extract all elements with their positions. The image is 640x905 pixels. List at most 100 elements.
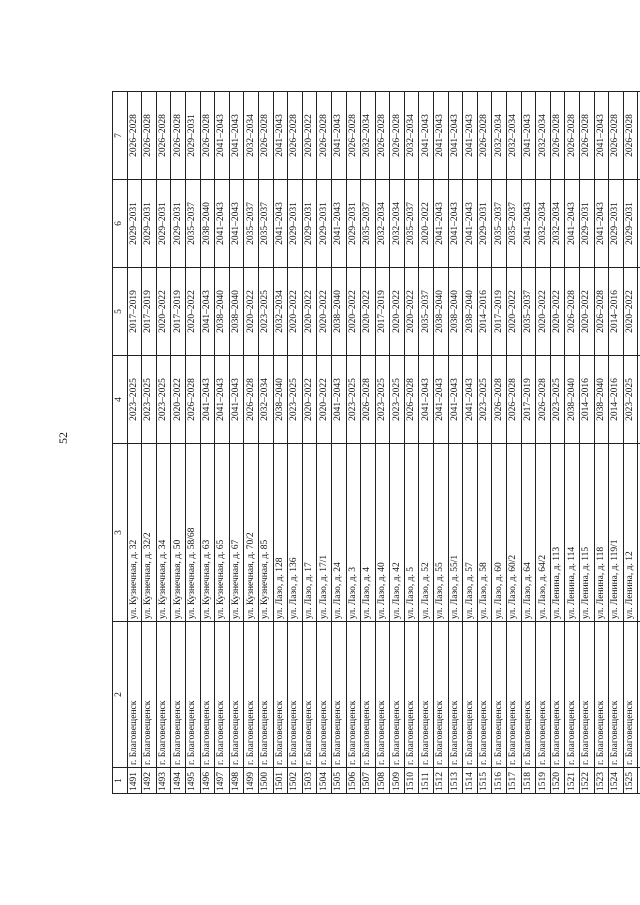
row-number: 1499: [243, 767, 259, 794]
row-col6: 2029–2031: [623, 179, 638, 268]
row-city: г. Благовещенск: [200, 621, 215, 768]
row-col5: 2020–2022: [389, 267, 405, 356]
row-address: ул. Лазо, д. 17/1: [316, 443, 332, 622]
row-city: г. Благовещенск: [433, 621, 449, 768]
row-address: ул. Кузнечная, д. 65: [214, 443, 230, 622]
row-col5: 2020–2022: [302, 267, 317, 356]
row-col7: 2029–2031: [185, 91, 201, 180]
row-col5: 2038–2040: [331, 267, 346, 356]
row-number: 1514: [462, 767, 478, 794]
row-col7: 2041–2043: [521, 91, 536, 180]
row-col6: 2029–2031: [141, 179, 157, 268]
row-address: ул. Лазо, д. 136: [287, 443, 303, 622]
row-city: г. Благовещенск: [404, 621, 419, 768]
row-col7: 2026–2028: [316, 91, 332, 180]
row-city: г. Благовещенск: [521, 621, 536, 768]
row-address: ул. Лазо, д. 3: [346, 443, 361, 622]
row-address: ул. Лазо, д. 128: [273, 443, 288, 622]
row-col7: 2026–2028: [346, 91, 361, 180]
row-number: 1518: [521, 767, 536, 794]
row-col4: 2041–2043: [433, 355, 449, 444]
row-col4: 2041–2043: [448, 355, 463, 444]
row-col4: 2026–2028: [506, 355, 522, 444]
row-city: г. Благовещенск: [287, 621, 303, 768]
row-col5: 2020–2022: [550, 267, 565, 356]
row-col5: 2017–2019: [141, 267, 157, 356]
row-col4: 2023–2025: [550, 355, 565, 444]
row-col5: 2026–2028: [594, 267, 609, 356]
row-col5: 2020–2022: [360, 267, 376, 356]
row-number: 1505: [331, 767, 346, 794]
row-number: 1515: [477, 767, 492, 794]
row-address: ул. Лазо, д. 60: [491, 443, 507, 622]
row-city: г. Благовещенск: [360, 621, 376, 768]
row-col7: 2041–2043: [273, 91, 288, 180]
row-col5: 2026–2028: [564, 267, 580, 356]
row-city: г. Благовещенск: [375, 621, 390, 768]
column-header: 6: [112, 179, 128, 268]
row-col7: 2026–2028: [389, 91, 405, 180]
row-number: 1506: [346, 767, 361, 794]
row-col4: 2023–2025: [389, 355, 405, 444]
row-col4: 2038–2040: [273, 355, 288, 444]
row-number: 1523: [594, 767, 609, 794]
row-col5: 2017–2019: [491, 267, 507, 356]
column-header: 7: [112, 91, 128, 180]
row-address: ул. Лазо, д. 4: [360, 443, 376, 622]
row-city: г. Благовещенск: [594, 621, 609, 768]
row-city: г. Благовещенск: [214, 621, 230, 768]
row-col7: 2032–2034: [404, 91, 419, 180]
row-address: ул. Лазо, д. 17: [302, 443, 317, 622]
row-address: ул. Лазо, д. 64: [521, 443, 536, 622]
row-number: 1509: [389, 767, 405, 794]
row-address: ул. Ленина, д. 115: [579, 443, 595, 622]
row-number: 1522: [579, 767, 595, 794]
row-col5: 2038–2040: [462, 267, 478, 356]
row-city: г. Благовещенск: [462, 621, 478, 768]
row-col7: 2041–2043: [594, 91, 609, 180]
row-col6: 2041–2043: [229, 179, 244, 268]
row-address: ул. Кузнечная, д. 32: [127, 443, 142, 622]
row-col4: 2023–2025: [477, 355, 492, 444]
row-col5: 2041–2043: [200, 267, 215, 356]
row-col5: 2020–2022: [287, 267, 303, 356]
row-col4: 2023–2025: [375, 355, 390, 444]
row-col5: 2020–2022: [156, 267, 171, 356]
row-col7: 2032–2034: [506, 91, 522, 180]
row-col7: 2032–2034: [360, 91, 376, 180]
row-city: г. Благовещенск: [564, 621, 580, 768]
row-city: г. Благовещенск: [418, 621, 434, 768]
row-number: 1502: [287, 767, 303, 794]
row-address: ул. Лазо, д. 58: [477, 443, 492, 622]
row-city: г. Благовещенск: [170, 621, 186, 768]
row-col7: 2026–2028: [287, 91, 303, 180]
row-col7: 2041–2043: [229, 91, 244, 180]
row-address: ул. Ленина, д. 12: [623, 443, 638, 622]
row-col6: 2041–2043: [564, 179, 580, 268]
row-col6: 2035–2037: [404, 179, 419, 268]
row-col4: 2017–2019: [521, 355, 536, 444]
row-col5: 2020–2022: [243, 267, 259, 356]
row-address: ул. Лазо, д. 55/1: [448, 443, 463, 622]
row-col5: 2020–2022: [346, 267, 361, 356]
row-col7: 2032–2034: [535, 91, 551, 180]
row-col6: 2029–2031: [346, 179, 361, 268]
row-col6: 2041–2043: [448, 179, 463, 268]
row-number: 1525: [623, 767, 638, 794]
row-col4: 2026–2028: [535, 355, 551, 444]
row-city: г. Благовещенск: [535, 621, 551, 768]
row-col6: 2041–2043: [594, 179, 609, 268]
